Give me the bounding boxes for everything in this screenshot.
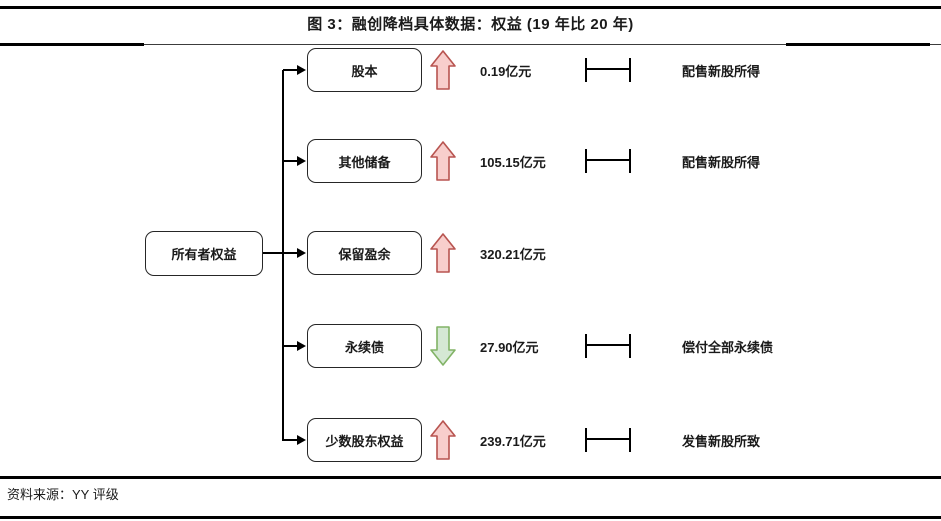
change-value: 239.71亿元 bbox=[480, 433, 546, 449]
note-label: 配售新股所得 bbox=[682, 63, 761, 79]
up-arrow-icon bbox=[430, 141, 456, 181]
title-separator-left-thick bbox=[0, 43, 144, 46]
node-label: 永续债 bbox=[344, 339, 384, 355]
up-arrow-icon bbox=[430, 420, 456, 460]
connector-line bbox=[263, 252, 303, 254]
node-label: 股本 bbox=[351, 63, 378, 79]
change-value: 105.15亿元 bbox=[480, 154, 546, 170]
diagram-row: 股本 0.19亿元 配售新股所得 bbox=[0, 48, 941, 92]
node-box: 其他储备 bbox=[307, 139, 422, 183]
parent-node-label: 所有者权益 bbox=[171, 247, 237, 262]
change-value: 320.21亿元 bbox=[480, 246, 546, 262]
top-rule bbox=[0, 6, 941, 9]
note-label: 发售新股所致 bbox=[682, 433, 761, 449]
down-arrow-icon bbox=[430, 326, 456, 366]
node-label: 少数股东权益 bbox=[325, 433, 404, 449]
node-box: 永续债 bbox=[307, 324, 422, 368]
ibeam-connector bbox=[585, 428, 631, 452]
arrowhead-right-icon bbox=[297, 156, 306, 166]
node-box: 少数股东权益 bbox=[307, 418, 422, 462]
connector-line bbox=[283, 69, 303, 71]
up-arrow-icon bbox=[430, 50, 456, 90]
node-label: 其他储备 bbox=[338, 154, 391, 170]
node-box: 股本 bbox=[307, 48, 422, 92]
connector-line bbox=[283, 439, 303, 441]
connector-line bbox=[283, 160, 303, 162]
note-label: 配售新股所得 bbox=[682, 154, 761, 170]
up-arrow-icon bbox=[430, 233, 456, 273]
parent-node-owners-equity: 所有者权益 bbox=[145, 231, 263, 276]
arrowhead-right-icon bbox=[297, 248, 306, 258]
arrowhead-right-icon bbox=[297, 65, 306, 75]
note-label: 偿付全部永续债 bbox=[682, 339, 774, 355]
change-value: 27.90亿元 bbox=[480, 339, 539, 355]
diagram-row: 少数股东权益 239.71亿元 发售新股所致 bbox=[0, 418, 941, 462]
figure-title: 图 3：融创降档具体数据：权益 (19 年比 20 年) bbox=[307, 16, 634, 33]
change-value: 0.19亿元 bbox=[480, 63, 532, 79]
footer-rule-bottom bbox=[0, 516, 941, 519]
ibeam-connector bbox=[585, 149, 631, 173]
node-box: 保留盈余 bbox=[307, 231, 422, 275]
ibeam-connector bbox=[585, 334, 631, 358]
footer-rule-top bbox=[0, 476, 941, 479]
ibeam-connector bbox=[585, 58, 631, 82]
arrowhead-right-icon bbox=[297, 341, 306, 351]
arrowhead-right-icon bbox=[297, 435, 306, 445]
title-separator-right-thick bbox=[786, 43, 930, 46]
node-label: 保留盈余 bbox=[338, 246, 391, 262]
diagram-row: 其他储备 105.15亿元 配售新股所得 bbox=[0, 139, 941, 183]
title-separator-thin bbox=[0, 44, 941, 45]
diagram-row: 永续债 27.90亿元 偿付全部永续债 bbox=[0, 324, 941, 368]
diagram-row: 保留盈余 320.21亿元 bbox=[0, 231, 941, 275]
source-line: 资料来源：YY 评级 bbox=[7, 487, 119, 502]
trunk-connector-line bbox=[282, 70, 284, 441]
connector-line bbox=[283, 345, 303, 347]
